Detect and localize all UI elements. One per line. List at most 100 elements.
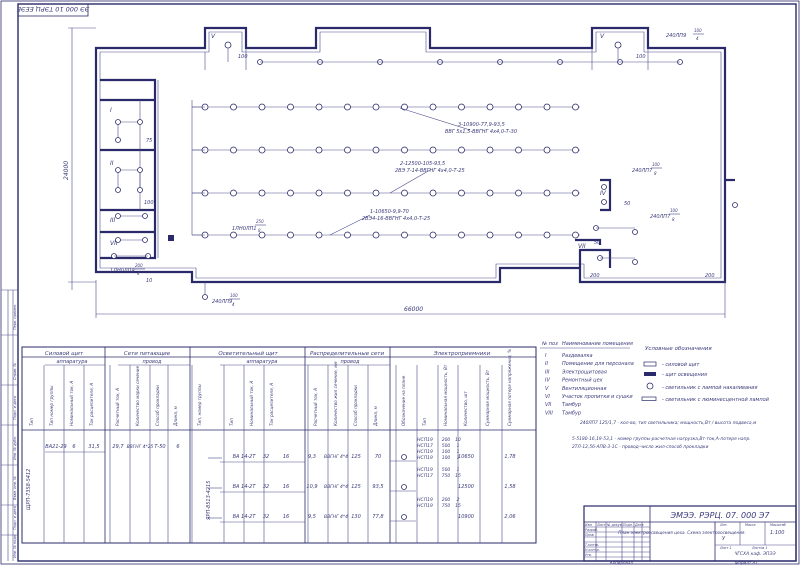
table-cell: 32 [263,484,269,490]
symbol-legend-title: Условные обозначения [645,346,712,352]
lamp-type-tag: 240ЛП7 100 8 [632,162,662,176]
svg-text:2ТЛ-12,56-АПВ-3-1С - провод-чи: 2ТЛ-12,56-АПВ-3-1С - провод-число жил-сп… [572,444,709,450]
incandescent-lamp-icon [230,189,237,197]
table-column-header: Количество жил сечение, мм [333,361,338,426]
incandescent-lamp-icon [572,231,579,239]
incandescent-lamp-icon [429,146,437,154]
incandescent-lamp-icon [429,103,437,111]
lighting-rows [192,59,683,239]
svg-text:- щит освещения: - щит освещения [662,372,707,378]
incandescent-lamp-icon [230,146,237,154]
table-cell: 16 [283,454,289,460]
area-label: 10 [146,278,152,284]
lighting-panel-icon [644,372,656,376]
svg-text:1:100: 1:100 [770,530,784,536]
inner-frame [17,3,797,562]
svg-text:№ поз: № поз [541,341,558,347]
table-cell: 77,8 [372,514,383,520]
table-column-header: Количество, шт [463,391,468,426]
table-cell: ВА21-29 [45,444,66,450]
small-room-wiring [111,41,738,300]
side-strip-label: Взам. инв. № [13,476,17,500]
incandescent-lamp-icon [515,231,522,239]
table-cell: 93,5 [372,484,383,490]
power-panel-type: ЩРП-7358-5412 [26,469,32,510]
svg-text:240ЛП7: 240ЛП7 [632,168,653,174]
incandescent-lamp-icon [543,231,551,239]
table-cell: 6 [176,444,179,450]
table-cell: НСП19 [417,449,433,455]
title-block-label: Н.контр. [585,548,600,552]
table-cell: 200 [442,497,451,503]
incandescent-lamp-icon [137,119,143,125]
room-legend-number: III [545,369,550,375]
title-block-label: № докум. [606,523,623,527]
title-block-label: Пров. [585,533,595,537]
table-cell: 2,06 [504,514,515,520]
table-cell: 70 [375,454,381,460]
table-column-header: Суммарная мощность, Вт [485,369,490,426]
incandescent-lamp-icon [115,167,121,173]
svg-text:100: 100 [670,208,678,213]
svg-text:- силовой щит: - силовой щит [662,362,700,368]
table-column-header: Суммарная потеря напряжения, % [507,349,512,426]
incandescent-lamp-icon [372,189,380,197]
table-header: Силовой щит [45,351,84,357]
incandescent-lamp-icon [372,231,380,239]
table-cell: НСП19 [417,497,433,503]
incandescent-lamp-icon [401,454,407,460]
table-cell: 9,5 [308,514,316,520]
incandescent-lamp-icon [137,187,143,193]
table-header: Электроприемники [433,351,491,357]
table-cell: ВВГНГ 4*4 [324,484,348,490]
title-block-label: Масса [745,523,756,527]
table-cell: ВА 14-2Т [233,484,257,490]
table-cell: 16 [283,514,289,520]
incandescent-lamp-icon [572,103,579,111]
svg-text:провод: провод [143,359,163,365]
group-line-label: ВВГ 5х1,5-ВВГНГ 4х4,0-Т-30 [445,129,517,135]
svg-text:8: 8 [258,228,261,233]
incandescent-lamp-icon [315,146,323,154]
title-block-label: Утв. [585,553,592,557]
table-column-header: Номинальный ток, А [69,381,74,426]
side-strip-label: Справ. № [13,363,17,380]
incandescent-lamp-icon [142,213,148,219]
room-legend-name: Вентиляционная [562,386,606,392]
svg-text:240ЛП9: 240ЛП9 [666,33,686,39]
room-legend-name: Участок пропитки и сушки [562,394,633,400]
drawing-title: План электроосвещения цеха. Схема электр… [618,530,746,535]
svg-text:4: 4 [696,36,699,41]
table-cell: 15 [455,473,461,479]
svg-text:1ЛН0ЛП9: 1ЛН0ЛП9 [110,268,135,274]
table-cell: 750 [442,503,451,509]
table-cell: НСП17 [417,443,433,449]
lamp-tags: 240ЛП9 100 4 240ЛП7 100 8 240ЛП7 100 8 1… [110,28,704,307]
side-strip-label: Инв. № подл. [13,534,17,558]
table-cell: 16 [283,484,289,490]
fluorescent-lamp-icon [641,396,657,401]
table-column-header: Расчетный ток, А [313,388,318,426]
incandescent-lamp-icon [202,294,208,300]
table-cell: НСП19 [417,503,433,509]
title-block-label: Лит. [719,523,728,527]
incandescent-lamp-icon [486,231,494,239]
room-legend-number: II [545,361,548,367]
lamp-type-tag: 240ЛП9 100 4 [212,293,240,307]
area-label: 50 [624,201,630,207]
room-label: VII [578,243,586,250]
table-cell: 130 [351,514,361,520]
width-dimension: 66000 [404,306,423,313]
svg-text:У: У [722,536,726,542]
table-column-header: Ток расцепителя, А [269,383,274,426]
room-label: V [600,33,605,40]
title-block-label: Лист 1 [719,546,732,550]
incandescent-lamp-icon [287,103,294,111]
line-labels: 3-10900-77,9-93,5 ВВГ 5х1,5-ВВГНГ 4х4,0-… [329,107,517,236]
incandescent-lamp-icon [258,189,266,197]
room-legend-name: Помещение для персонала [562,361,634,367]
table-cell: НСП19 [417,437,433,443]
table-cell: 1 [457,443,460,449]
svg-text:100: 100 [652,162,660,167]
